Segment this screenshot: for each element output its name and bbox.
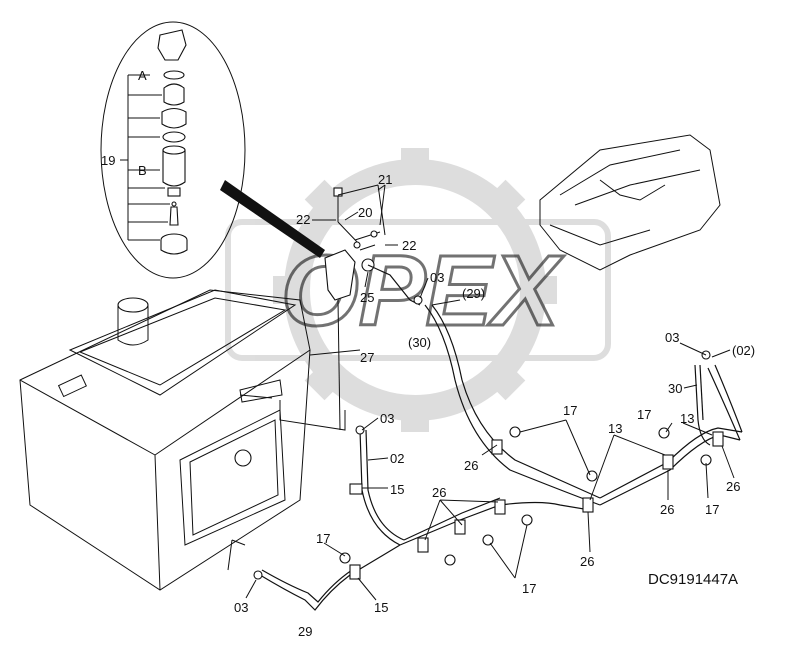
watermark <box>225 148 611 432</box>
filter-detail <box>100 21 325 279</box>
label-26c: 26 <box>580 554 594 569</box>
label-17b: 17 <box>637 407 651 422</box>
label-17a: 17 <box>563 403 577 418</box>
label-26e: 26 <box>726 479 740 494</box>
diagram-code: DC9191447A <box>648 571 738 588</box>
label-B: B <box>138 163 147 178</box>
label-17d: 17 <box>316 531 330 546</box>
part-labels: A B 19 21 22 20 22 03 (29) 25 (30) 27 03… <box>101 68 755 639</box>
label-29a: (29) <box>462 286 485 301</box>
label-03b: 03 <box>380 411 394 426</box>
label-13b: 13 <box>680 411 694 426</box>
machine-outline <box>539 134 721 271</box>
label-30a: (30) <box>408 335 431 350</box>
label-17c: 17 <box>705 502 719 517</box>
label-15b: 15 <box>374 600 388 615</box>
label-22b: 22 <box>402 238 416 253</box>
label-A: A <box>138 68 147 83</box>
fuel-tank <box>19 289 311 591</box>
label-26a: 26 <box>464 458 478 473</box>
label-13a: 13 <box>608 421 622 436</box>
label-25: 25 <box>360 290 374 305</box>
label-15a: 15 <box>390 482 404 497</box>
label-17e: 17 <box>522 581 536 596</box>
label-26d: 26 <box>660 502 674 517</box>
label-03d: 03 <box>234 600 248 615</box>
label-19: 19 <box>101 153 115 168</box>
leader-lines <box>245 184 735 601</box>
label-27: 27 <box>360 350 374 365</box>
label-02: 02 <box>390 451 404 466</box>
label-03c: 03 <box>665 330 679 345</box>
label-22a: 22 <box>296 212 310 227</box>
watermark-gear-icon <box>273 148 557 432</box>
label-29b: 29 <box>298 624 312 639</box>
label-03a: 03 <box>430 270 444 285</box>
fuel-hoses <box>227 304 743 611</box>
label-30b: 30 <box>668 381 682 396</box>
label-26b: 26 <box>432 485 446 500</box>
label-20: 20 <box>358 205 372 220</box>
label-02b: (02) <box>732 343 755 358</box>
label-21: 21 <box>378 172 392 187</box>
